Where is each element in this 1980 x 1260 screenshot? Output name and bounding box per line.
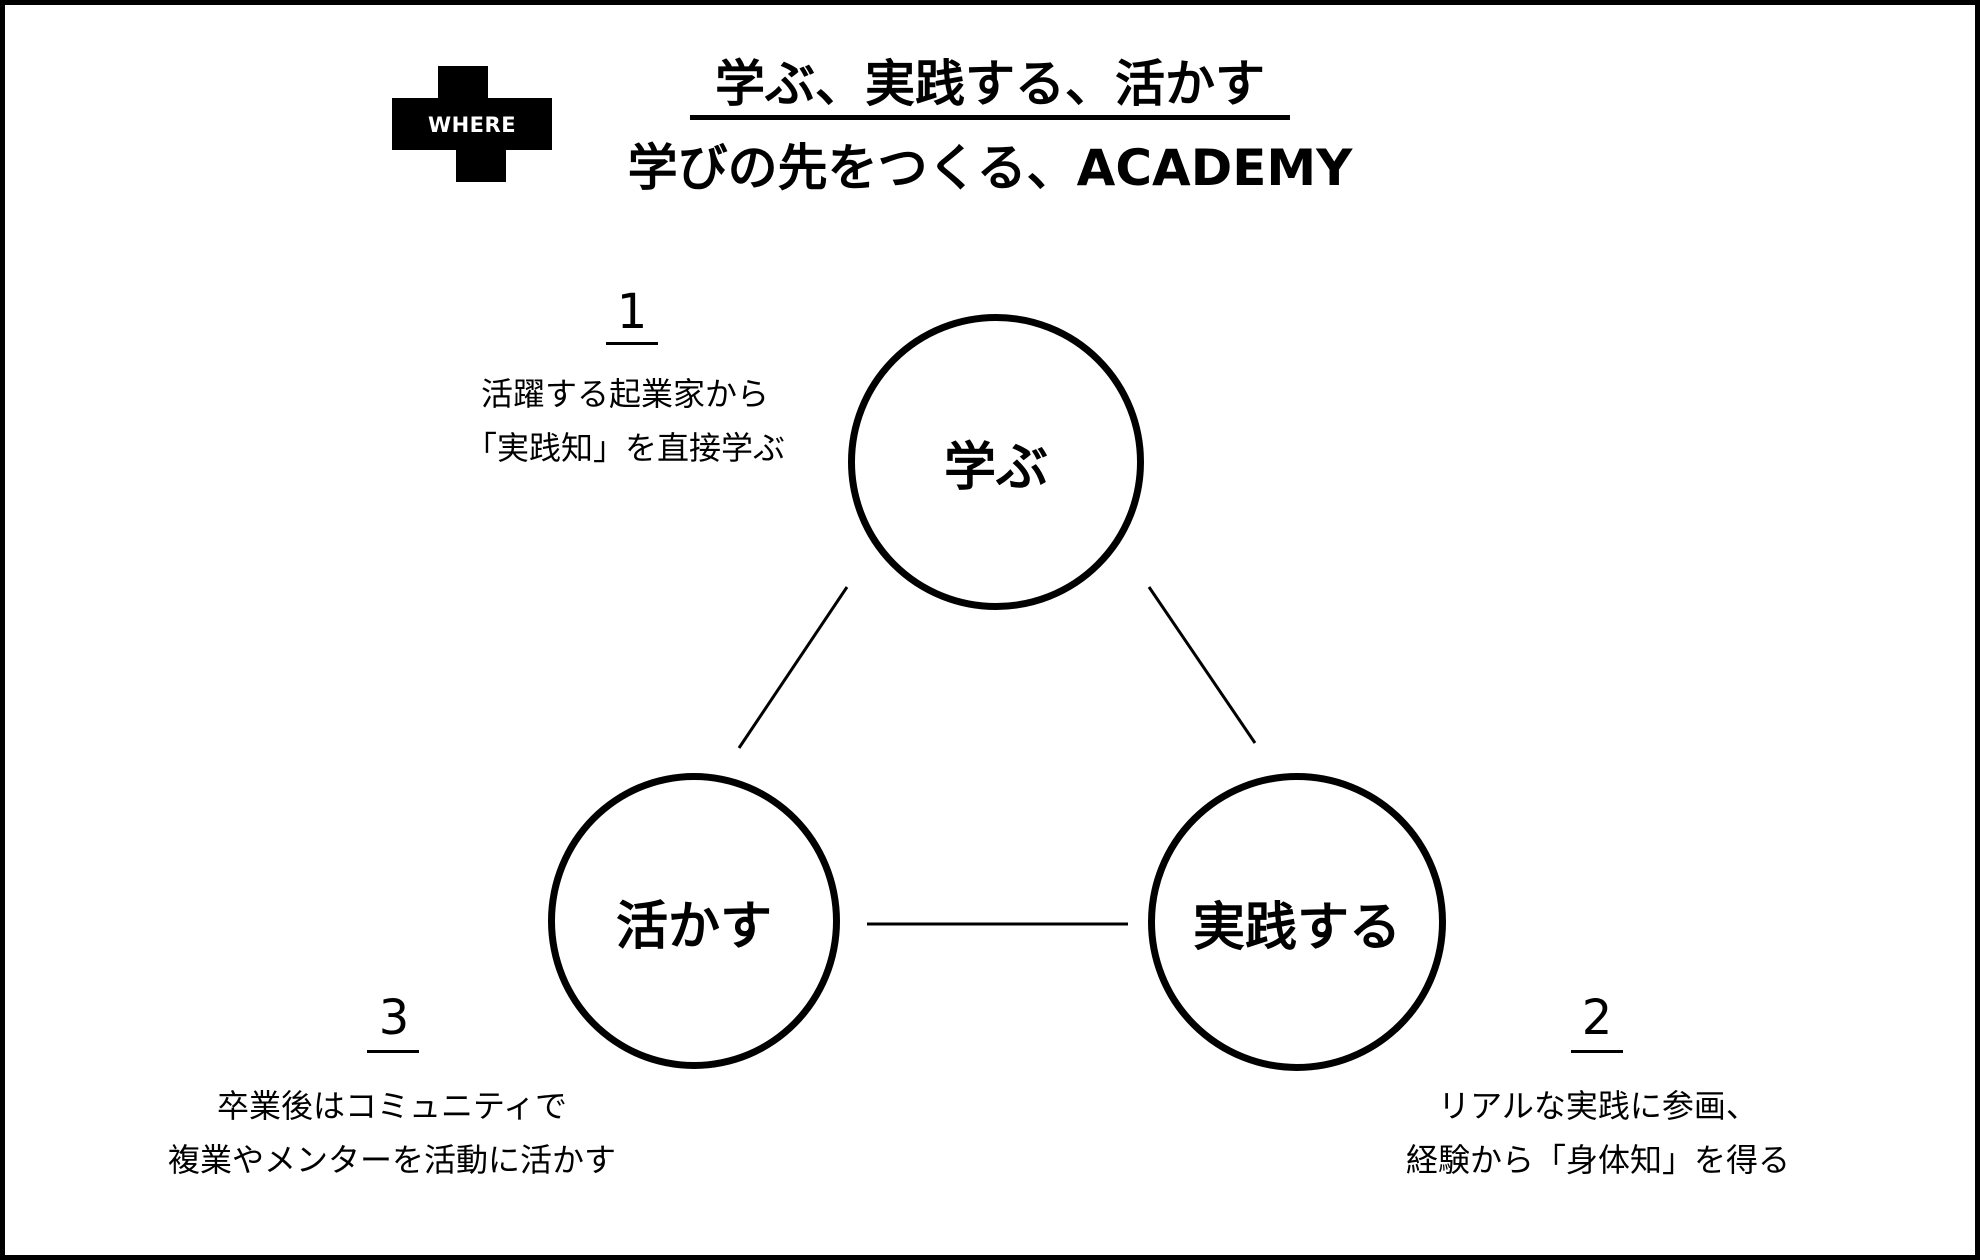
step-3-line-1: 卒業後はコミュニティで (216, 1087, 568, 1125)
node-apply: 活かす (548, 773, 840, 1069)
logo-text: WHERE (427, 113, 517, 137)
where-logo: WHERE (392, 66, 552, 182)
step-1-line-2: 「実践知」を直接学ぶ (464, 429, 785, 467)
step-2-line-2: 経験から「身体知」を得る (1405, 1141, 1790, 1179)
logo-cross-shape (392, 66, 552, 182)
step-1-number: 1 (616, 284, 648, 340)
node-practice-label: 実践する (1192, 897, 1401, 958)
step-2-line-1: リアルな実践に参画、 (1438, 1087, 1758, 1125)
step-1-underline (606, 342, 658, 345)
step-1-description: 活躍する起業家から 「実践知」を直接学ぶ (410, 367, 840, 475)
connector-learn-apply (737, 586, 849, 749)
step-2-number: 2 (1581, 990, 1613, 1046)
node-learn: 学ぶ (848, 314, 1144, 610)
node-practice: 実践する (1148, 773, 1446, 1071)
step-1-line-1: 活躍する起業家から (480, 375, 769, 413)
node-apply-label: 活かす (615, 896, 772, 957)
step-3-line-2: 複業やメンターを活動に活かす (167, 1141, 616, 1179)
title-underline (690, 115, 1290, 120)
step-3-underline (367, 1050, 419, 1053)
step-3-number: 3 (378, 990, 410, 1046)
step-3-description: 卒業後はコミュニティで 複業やメンターを活動に活かす (102, 1079, 682, 1187)
page-title: 学ぶ、実践する、活かす (715, 55, 1265, 113)
step-2-underline (1571, 1050, 1623, 1053)
step-2-description: リアルな実践に参画、 経験から「身体知」を得る (1338, 1079, 1858, 1187)
node-learn-label: 学ぶ (943, 437, 1048, 498)
connector-learn-practice (1147, 586, 1257, 744)
page-subtitle: 学びの先をつくる、ACADEMY (627, 139, 1353, 197)
